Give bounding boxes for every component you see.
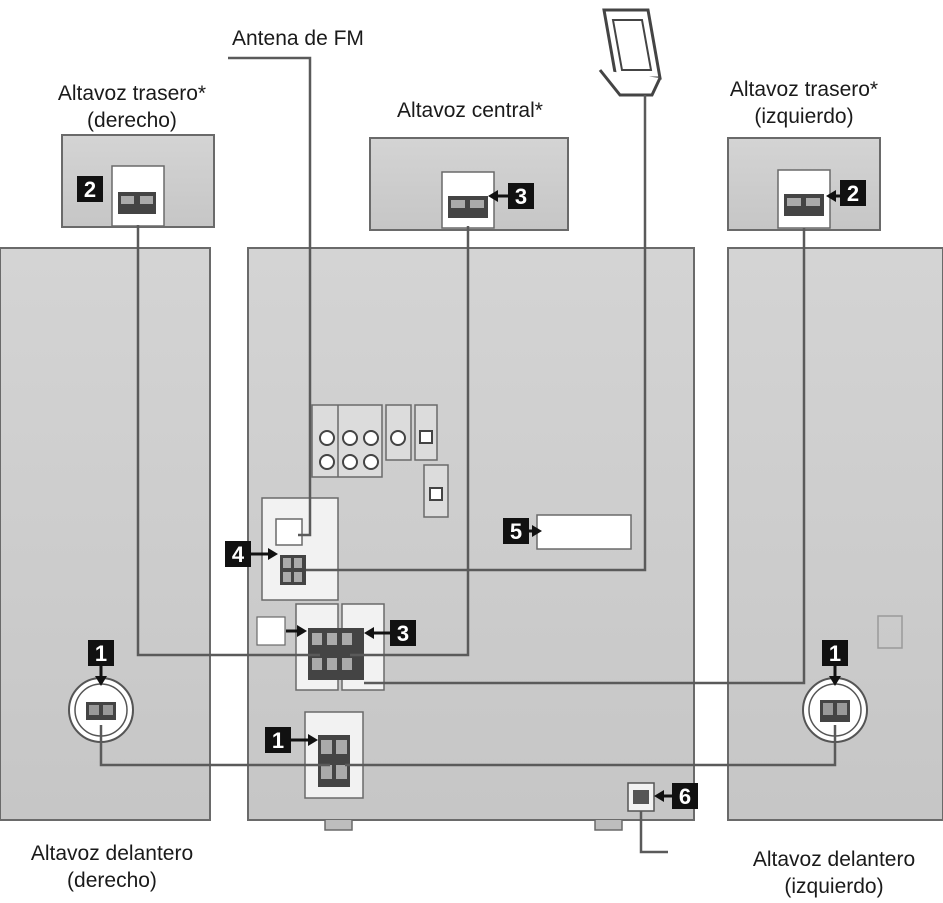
svg-text:3: 3 — [397, 621, 409, 646]
svg-text:6: 6 — [679, 784, 691, 809]
badge-center-terminal: 3 — [286, 620, 416, 646]
svg-text:5: 5 — [510, 519, 522, 544]
badge-power-cord: 6 — [654, 783, 698, 809]
badge-front-right: 1 — [88, 640, 114, 686]
badge-front-terminal: 1 — [265, 727, 318, 753]
rear-right-wire — [136, 225, 320, 657]
label-fm-antenna: Antena de FM — [232, 27, 364, 50]
label-rear-left-line2: (izquierdo) — [754, 105, 853, 128]
front-speaker-right — [0, 247, 211, 821]
label-rear-right-line2: (derecho) — [87, 109, 177, 132]
rear-left-wire — [364, 228, 806, 685]
label-center: Altavoz central* — [397, 99, 543, 122]
label-front-left-line2: (izquierdo) — [784, 875, 883, 898]
label-front-left-line1: Altavoz delantero — [753, 848, 915, 871]
front-terminal-block — [304, 711, 364, 799]
wires — [99, 56, 837, 854]
speaker-terminal-block — [256, 603, 385, 691]
svg-text:1: 1 — [272, 728, 284, 753]
badge-front-left: 1 — [822, 640, 848, 686]
svg-text:2: 2 — [847, 181, 859, 206]
badge-rear-left: 2 — [826, 180, 866, 206]
audio-jacks — [311, 404, 449, 518]
antenna-terminal-box — [261, 497, 339, 601]
svg-text:2: 2 — [84, 177, 96, 202]
center-speaker — [369, 137, 569, 231]
front-right-terminal — [68, 677, 134, 743]
rear-speaker-right — [61, 134, 215, 228]
center-wire — [350, 226, 470, 657]
rear-speaker-left — [727, 137, 881, 231]
front-left-wire — [345, 725, 837, 767]
svg-text:1: 1 — [829, 641, 841, 666]
badge-rear-right: 2 — [77, 176, 103, 202]
label-rear-left-line1: Altavoz trasero* — [730, 78, 878, 101]
label-panel — [536, 514, 632, 550]
logo-mark — [877, 615, 903, 649]
label-front-right-line2: (derecho) — [67, 869, 157, 892]
label-front-right-line1: Altavoz delantero — [31, 842, 193, 865]
front-right-wire — [99, 725, 330, 767]
badge-label-panel: 5 — [503, 518, 542, 544]
svg-text:3: 3 — [515, 184, 527, 209]
power-cord-wire — [639, 811, 668, 854]
fm-antenna-wire — [228, 56, 312, 537]
power-inlet — [627, 782, 655, 812]
main-unit — [247, 247, 695, 831]
am-antenna-wire — [306, 95, 647, 572]
label-rear-right-line1: Altavoz trasero* — [58, 82, 206, 105]
front-speaker-left — [727, 247, 943, 821]
svg-text:4: 4 — [232, 542, 245, 567]
svg-text:1: 1 — [95, 641, 107, 666]
am-loop-antenna — [598, 8, 662, 97]
badge-antenna-terminal: 4 — [225, 541, 278, 567]
badge-center: 3 — [488, 183, 534, 209]
